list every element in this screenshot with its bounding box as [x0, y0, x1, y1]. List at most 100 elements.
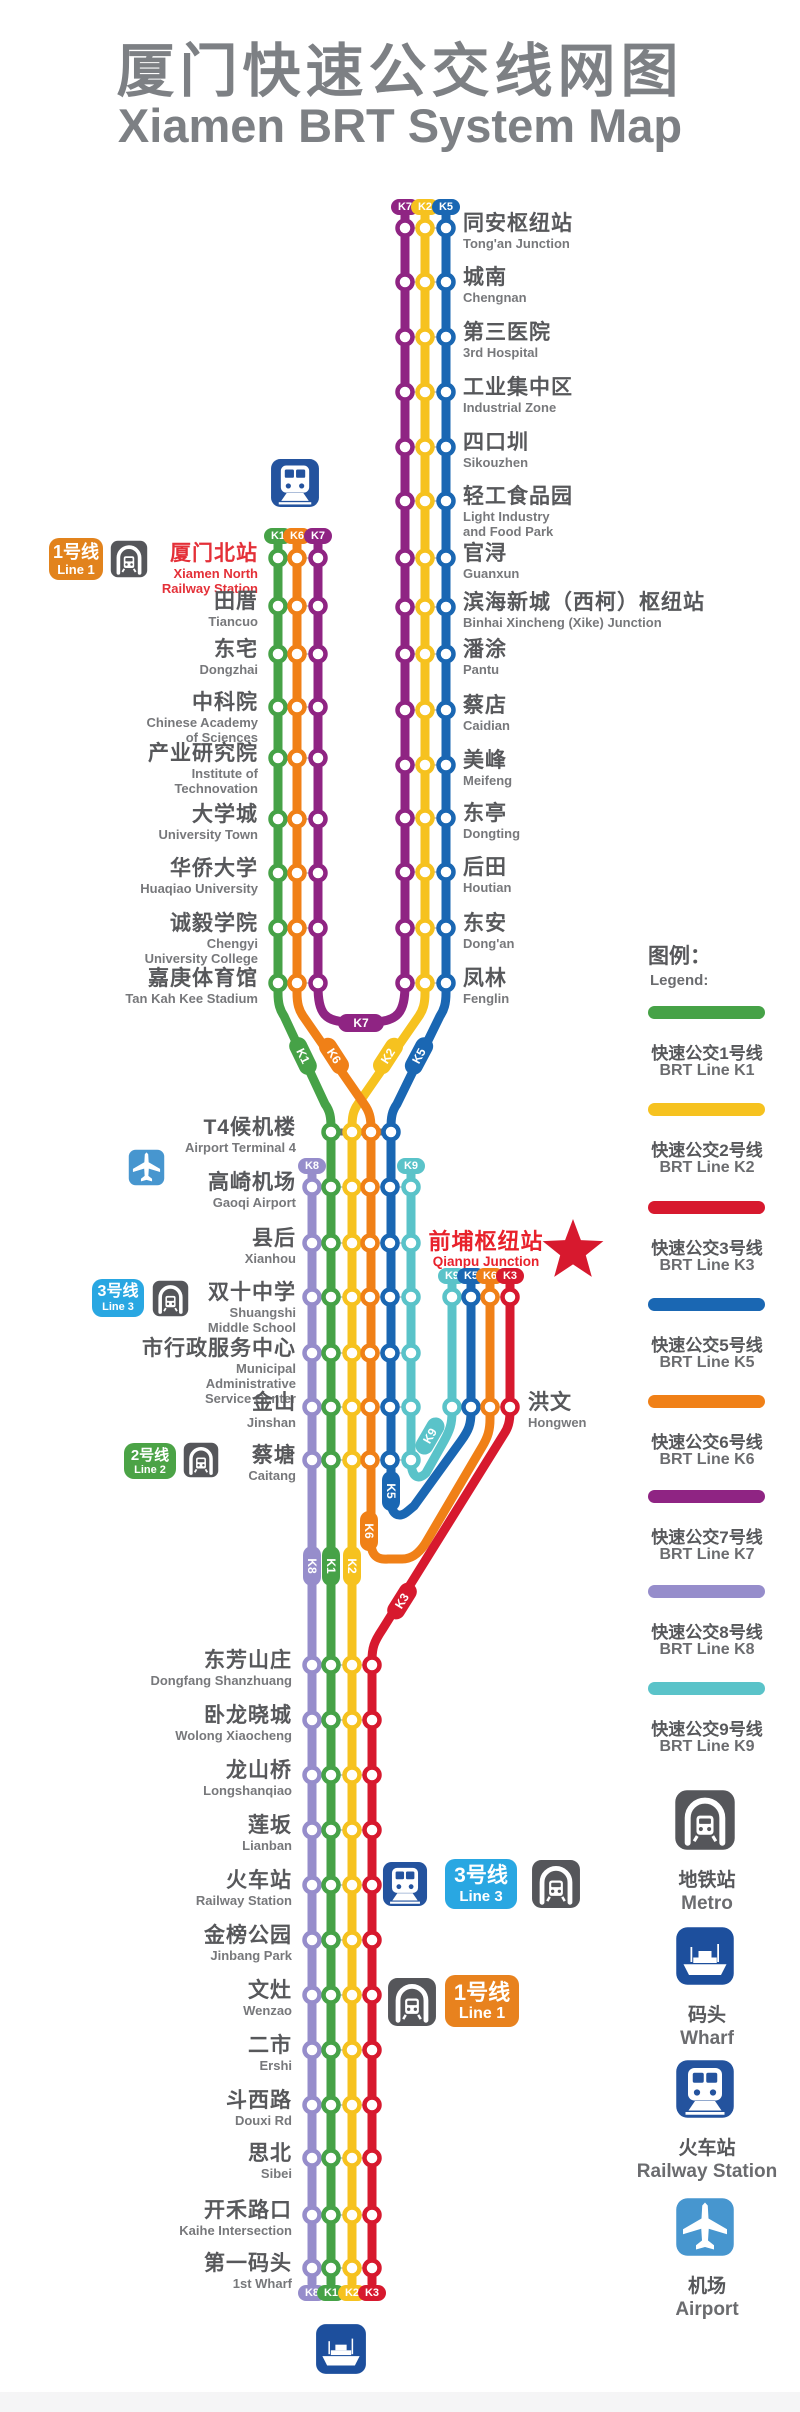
station-name-en: Xiamen North Railway Station	[161, 566, 258, 596]
station-dot-K2	[415, 755, 435, 775]
station-dot-K7	[308, 809, 328, 829]
metro-icon	[152, 1280, 189, 1322]
station-name-zh: 东宅	[214, 638, 258, 661]
line-number-badge-K3: K3	[358, 2285, 386, 2301]
legend-line-zh: 快速公交8号线	[651, 1623, 763, 1642]
station-name-zh: 高崎机场	[208, 1171, 296, 1194]
station-dot-K6	[360, 1450, 380, 1470]
station-name-en: Airport Terminal 4	[184, 1140, 296, 1155]
legend-wharf-icon	[675, 1926, 735, 1991]
station-name-zh: 产业研究院	[148, 742, 258, 765]
station-dot-K9	[401, 1287, 421, 1307]
metro-icon	[531, 1859, 581, 1914]
station-dot-K6	[360, 1233, 380, 1253]
station-dot-K7	[308, 748, 328, 768]
station-name-zh: T4候机楼	[203, 1116, 296, 1139]
station-dot-K6	[360, 1287, 380, 1307]
station-dot-K2	[415, 548, 435, 568]
station-name-zh: 斗西路	[226, 2089, 292, 2112]
legend-line-swatch-K1	[648, 1006, 765, 1019]
station-name-en: Houtian	[463, 880, 512, 895]
station-dot-K7	[395, 644, 415, 664]
station-name-en: Dongzhai	[199, 662, 259, 677]
legend-line-swatch-K8	[648, 1585, 765, 1598]
station-dot-K1	[321, 1287, 341, 1307]
station-dot-K6	[480, 1397, 500, 1417]
station-name-zh: 官浔	[463, 542, 507, 565]
station-dot-K2	[415, 327, 435, 347]
station-name-zh: 诚毅学院	[170, 912, 258, 935]
station-name-zh: 火车站	[226, 1869, 292, 1892]
inline-line-label-K7: K7	[338, 1014, 384, 1032]
station-dot-K8	[302, 1875, 322, 1895]
legend-line-zh: 快速公交7号线	[651, 1528, 763, 1547]
station-dot-K7	[395, 700, 415, 720]
station-dot-K7	[308, 644, 328, 664]
legend-icon-zh: 机场	[687, 2276, 726, 2297]
station-dot-K2	[342, 1343, 362, 1363]
station-dot-K1	[268, 596, 288, 616]
station-dot-K6	[287, 863, 307, 883]
station-dot-K6	[361, 1122, 381, 1142]
route-K3	[367, 1279, 515, 2289]
legend-icon-en: Wharf	[680, 2028, 734, 2049]
station-name-zh: 开禾路口	[204, 2199, 292, 2222]
station-name-zh: 凤林	[463, 967, 507, 990]
station-dot-K7	[395, 548, 415, 568]
metro-icon	[387, 1977, 437, 2032]
metro-line-badge-zh: 2号线	[130, 1447, 170, 1464]
station-dot-K3	[362, 2095, 382, 2115]
legend-title-english: Legend:	[650, 972, 709, 989]
legend-icon-en: Airport	[675, 2299, 739, 2320]
station-name-zh: 思北	[248, 2142, 292, 2165]
station-dot-K8	[302, 2148, 322, 2168]
station-dot-K1	[321, 1177, 341, 1197]
station-dot-K2	[342, 1397, 362, 1417]
station-dot-K1	[268, 863, 288, 883]
station-dot-K7	[395, 437, 415, 457]
station-dot-K2	[415, 218, 435, 238]
line-number-badge-K7: K7	[304, 528, 332, 544]
station-dot-K1	[321, 2040, 341, 2060]
station-dot-K2	[342, 1177, 362, 1197]
station-dot-K9	[401, 1397, 421, 1417]
station-name-zh: 东安	[463, 912, 507, 935]
station-dot-K5	[436, 382, 456, 402]
legend-line-zh: 快速公交2号线	[651, 1141, 763, 1160]
station-dot-K8	[302, 2258, 322, 2278]
metro-icon	[110, 540, 148, 583]
station-dot-K2	[415, 437, 435, 457]
legend-line-en: BRT Line K1	[659, 1062, 755, 1079]
station-dot-K8	[302, 1655, 322, 1675]
station-dot-K2	[415, 700, 435, 720]
station-name-zh: 县后	[252, 1227, 296, 1250]
metro-line-badge-en: Line 1	[458, 2005, 506, 2023]
station-dot-K8	[302, 1177, 322, 1197]
station-dot-K8	[302, 1287, 322, 1307]
station-dot-K5	[436, 491, 456, 511]
inline-line-label-K1: K1	[322, 1546, 340, 1586]
station-dot-K3	[362, 1930, 382, 1950]
station-name-en: Douxi Rd	[234, 2113, 292, 2128]
station-name-en: 3rd Hospital	[463, 345, 539, 360]
station-name-zh: 滨海新城（西柯）枢纽站	[463, 591, 705, 614]
station-name-en: Hongwen	[528, 1415, 587, 1430]
station-dot-K9	[401, 1343, 421, 1363]
station-dot-K2	[342, 1287, 362, 1307]
